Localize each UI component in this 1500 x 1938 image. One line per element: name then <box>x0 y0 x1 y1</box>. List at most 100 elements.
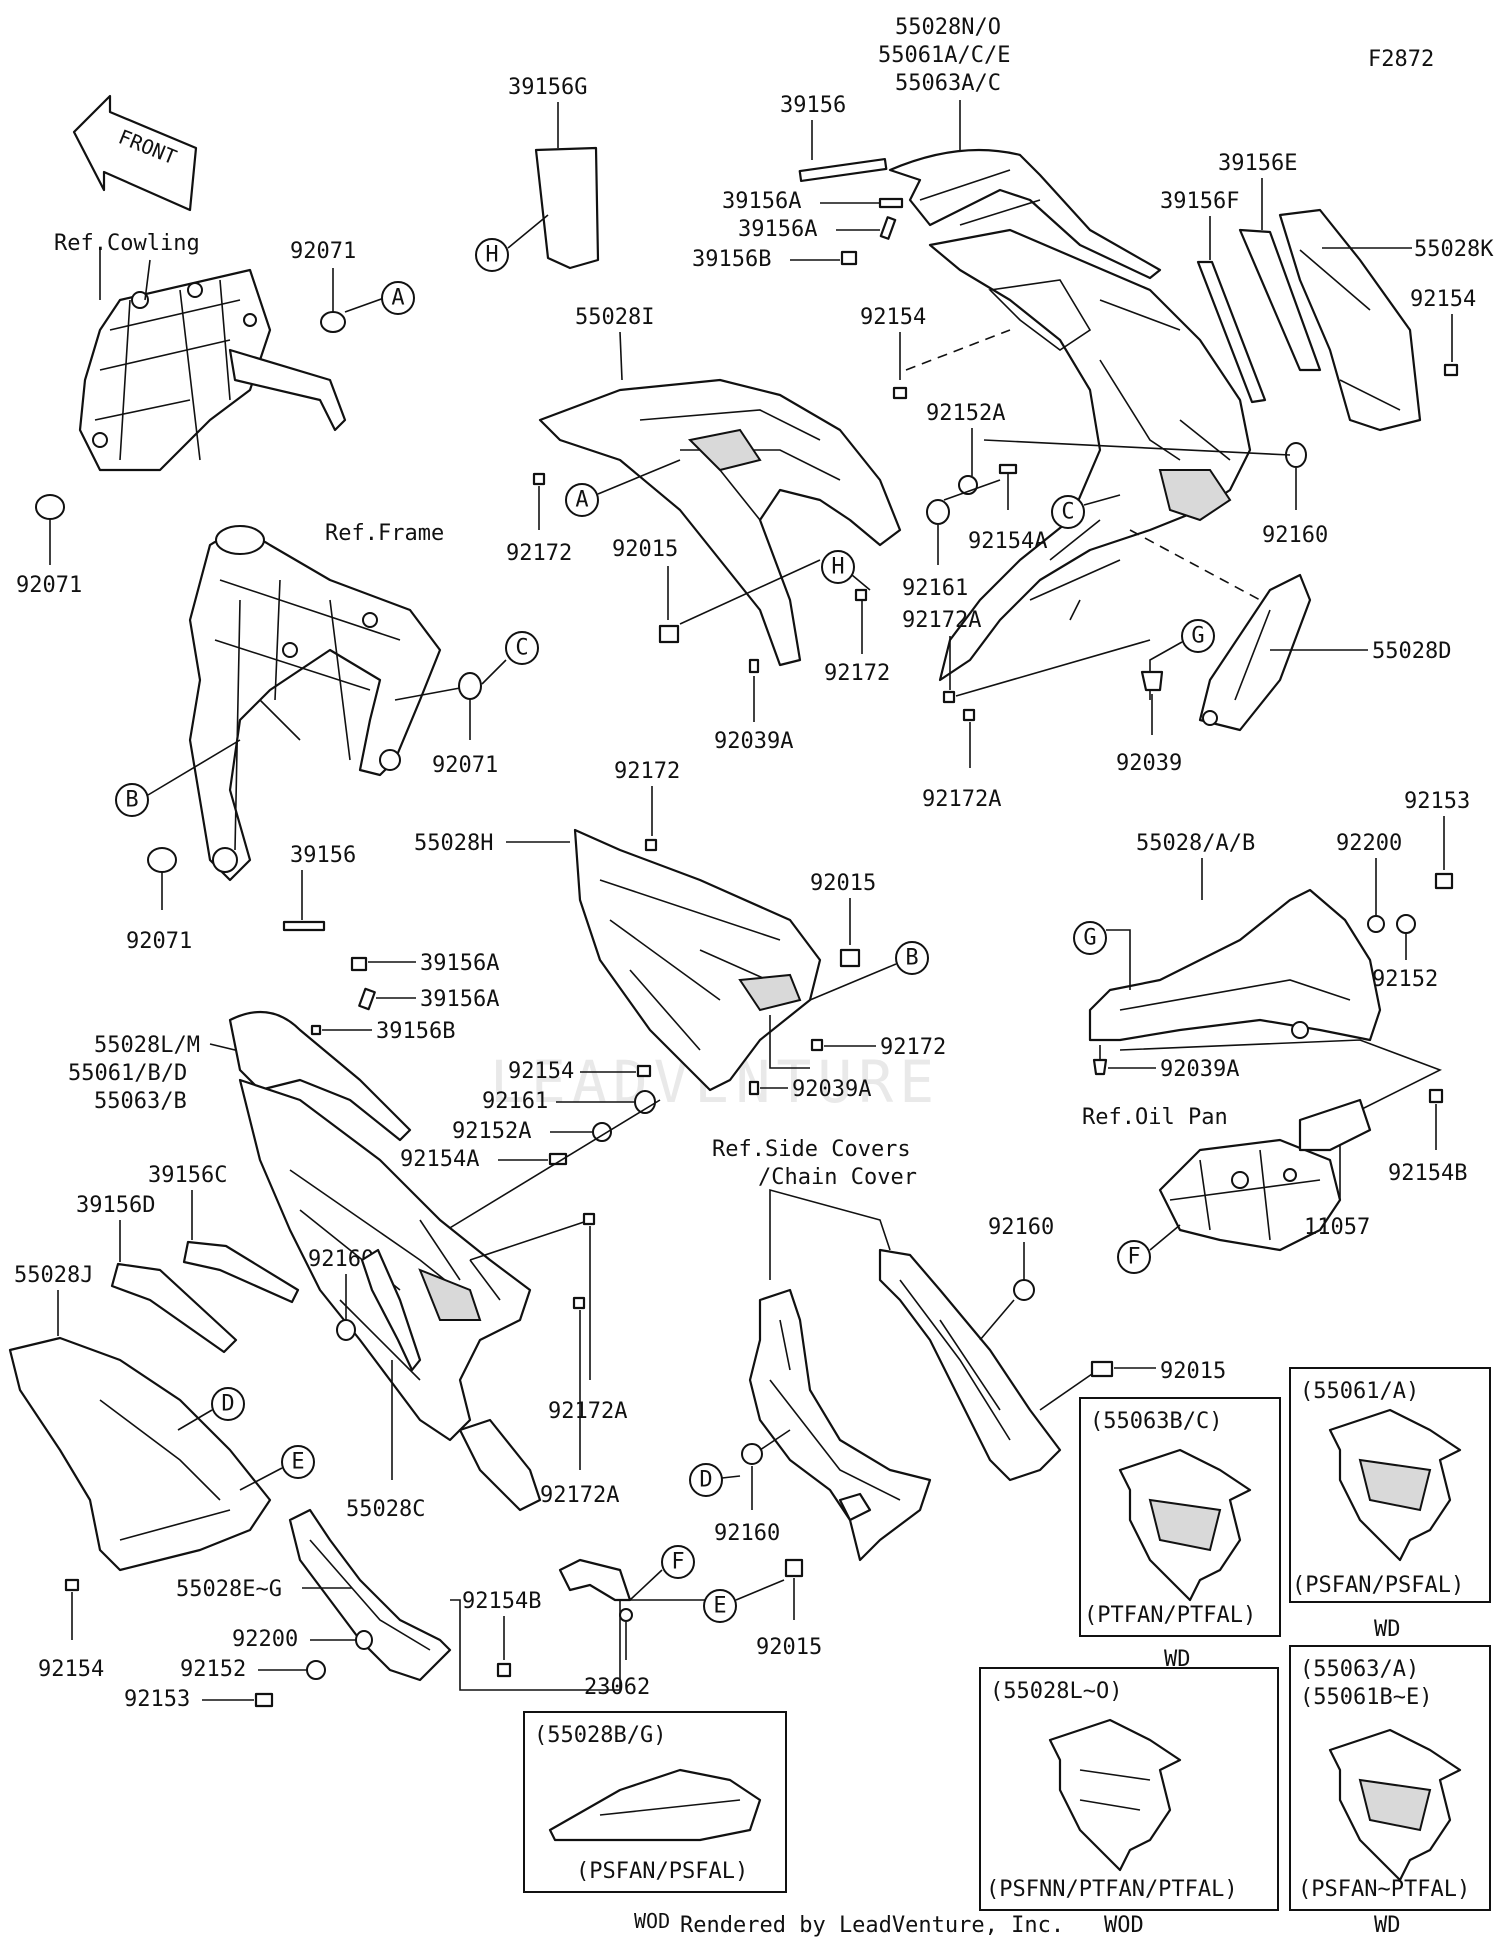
label-55028i: 55028I <box>575 305 654 330</box>
svg-text:F: F <box>671 1550 684 1575</box>
strip-39156 <box>798 157 888 183</box>
variant-55063a-caption: (PSFAN~PTFAL) <box>1298 1877 1470 1902</box>
label-55028k: 55028K <box>1414 237 1494 262</box>
callout-a-1 <box>381 281 415 315</box>
variant-55063a-title1: (55063/A) <box>1300 1657 1419 1682</box>
upper-side-cowl-55028lm <box>228 1010 412 1142</box>
label-92153-l: 92153 <box>124 1687 190 1712</box>
collar-92015-c <box>839 948 861 968</box>
variant-55028bg-image <box>548 1768 762 1842</box>
callout-c-2 <box>1051 495 1085 529</box>
pad-39156d <box>110 1262 238 1354</box>
footer-credit: Rendered by LeadVenture, Inc. <box>680 1913 1064 1938</box>
svg-text:C: C <box>1061 500 1074 525</box>
callout-f-2 <box>1117 1240 1151 1274</box>
variant-55061a-image <box>1328 1408 1462 1562</box>
label-92071-4: 92071 <box>126 929 192 954</box>
svg-text:D: D <box>221 1392 234 1417</box>
ref-chain-cover-label: /Chain Cover <box>758 1165 917 1190</box>
label-92172a-t2: 92172A <box>922 787 1001 812</box>
variant-55063bc-title: (55063B/C) <box>1090 1409 1222 1434</box>
label-92039a-c: 92039A <box>792 1077 871 1102</box>
label-39156a-top2: 39156A <box>738 217 817 242</box>
label-92161-c: 92161 <box>482 1089 548 1114</box>
grommet-92071-a <box>320 311 346 333</box>
variant-55063bc-caption: (PTFAN/PTFAL) <box>1084 1603 1256 1628</box>
diagram-code: F2872 <box>1368 47 1434 72</box>
label-39156b-m: 39156B <box>376 1019 455 1044</box>
ref-cowling-label: Ref.Cowling <box>54 231 200 256</box>
lower-cowl-55028ab <box>1088 888 1382 1042</box>
grommet-92071-d <box>147 847 177 873</box>
label-55061ace: 55061A/C/E <box>878 43 1010 68</box>
label-92071-3: 92071 <box>432 753 498 778</box>
svg-text:F: F <box>1127 1245 1140 1270</box>
panel-55028d <box>1198 573 1312 732</box>
side-fairing <box>238 1078 532 1442</box>
label-92200-l: 92200 <box>232 1627 298 1652</box>
label-55028lm: 55028L/M <box>94 1033 200 1058</box>
variant-box-55063a <box>1289 1645 1491 1911</box>
label-92172a-t1: 92172A <box>902 608 981 633</box>
label-55028no: 55028N/O <box>895 15 1001 40</box>
label-92172a-l1: 92172A <box>548 1399 627 1424</box>
svg-text:E: E <box>713 1594 726 1619</box>
svg-text:A: A <box>391 286 404 311</box>
label-92154a-t: 92154A <box>968 529 1047 554</box>
label-92200-r: 92200 <box>1336 831 1402 856</box>
grommet-92160-sc <box>1013 1279 1035 1301</box>
svg-text:G: G <box>1083 926 1096 951</box>
grommet-92071-c <box>458 672 482 700</box>
label-92152-l: 92152 <box>180 1657 246 1682</box>
label-55028eg: 55028E~G <box>176 1577 282 1602</box>
variant-55028bg-title: (55028B/G) <box>534 1723 666 1748</box>
variant-55063a-image <box>1328 1728 1462 1882</box>
label-92039: 92039 <box>1116 751 1182 776</box>
main-fairing <box>928 228 1252 682</box>
callout-b-2 <box>895 941 929 975</box>
svg-text:C: C <box>515 636 528 661</box>
label-92154-r: 92154 <box>1410 287 1476 312</box>
variant-box-55063bc <box>1079 1397 1281 1637</box>
label-55063ac: 55063A/C <box>895 71 1001 96</box>
inner-fairing-55028i <box>538 378 902 667</box>
label-39156g: 39156G <box>508 75 587 100</box>
label-92154b-l: 92154B <box>462 1589 541 1614</box>
front-arrow-icon: FRONT <box>72 94 198 212</box>
bracket-f <box>558 1558 632 1602</box>
svg-text:A: A <box>575 488 588 513</box>
label-92154-t: 92154 <box>860 305 926 330</box>
label-92015-c: 92015 <box>810 871 876 896</box>
callout-e-1 <box>281 1445 315 1479</box>
label-92153-r: 92153 <box>1404 789 1470 814</box>
label-92160-sc: 92160 <box>988 1215 1054 1240</box>
label-92172a-l2: 92172A <box>540 1483 619 1508</box>
callout-f-1 <box>661 1545 695 1579</box>
clip-92039 <box>1140 670 1164 692</box>
label-92039a-t: 92039A <box>714 729 793 754</box>
svg-text:B: B <box>905 946 918 971</box>
grommet-92160-sc2 <box>741 1443 763 1465</box>
strip-39156e <box>1238 228 1322 372</box>
label-23062: 23062 <box>584 1675 650 1700</box>
bracket-55028c <box>360 1248 422 1372</box>
variant-55061a-below: WD <box>1374 1617 1401 1642</box>
callout-c-1 <box>505 631 539 665</box>
label-92039a-r: 92039A <box>1160 1057 1239 1082</box>
panel-55028eg <box>288 1508 452 1682</box>
panel-55028k <box>1278 208 1422 432</box>
collar-92015-sc2 <box>784 1558 804 1578</box>
label-92071-1: 92071 <box>290 239 356 264</box>
side-cover-left <box>748 1288 932 1562</box>
svg-text:E: E <box>291 1450 304 1475</box>
callout-b-1 <box>115 783 149 817</box>
label-39156a-top1: 39156A <box>722 189 801 214</box>
footer-prefix: WOD <box>634 1909 670 1933</box>
label-92071-2: 92071 <box>16 573 82 598</box>
svg-text:H: H <box>485 243 498 268</box>
label-11057: 11057 <box>1304 1215 1370 1240</box>
label-55028d: 55028D <box>1372 639 1451 664</box>
variant-55028lo-caption: (PSFNN/PTFAN/PTFAL) <box>986 1877 1238 1902</box>
label-92152a-t: 92152A <box>926 401 1005 426</box>
label-39156f: 39156F <box>1160 189 1239 214</box>
